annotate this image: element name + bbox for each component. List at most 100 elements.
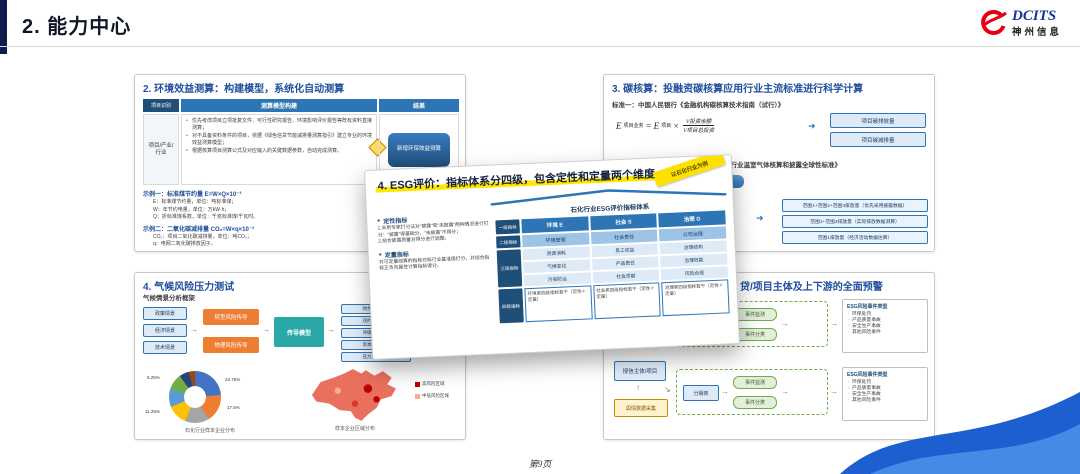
env-build-header: 测算模型构建 xyxy=(181,99,377,112)
climate-map-block: 高风险区域 中低风险区域 样本企业区域分布 xyxy=(301,367,459,437)
event-monitor-pill: 事件监测 xyxy=(733,376,777,389)
event-line: 其他风险事件 xyxy=(847,330,923,336)
env-result-box: 新增环保效益测算 xyxy=(388,132,450,167)
legend-label: 高风险区域 xyxy=(422,381,445,386)
pie-label: 17.5% xyxy=(227,405,240,410)
env-bullet: 根据核算项目测算公式及对应输入的关键数据参数，自动完成测算。 xyxy=(186,148,372,155)
esg-cell: 社会贡献 xyxy=(592,269,660,284)
brand-name: DCITS xyxy=(1011,8,1057,24)
scope-box: 范围1排放量（经济活动数据估算） xyxy=(782,231,928,244)
example-ribbon: 以石化行业为例 xyxy=(652,154,726,187)
env-example2-note: q：电网二氧化碳排放因子。 xyxy=(153,241,216,247)
slide-title: 2. 能力中心 xyxy=(22,16,132,38)
fraction-denominator: V项目总投资 xyxy=(683,125,715,134)
event-monitor-pill: 事件监测 xyxy=(733,308,777,321)
map-legend-item: 高风险区域 xyxy=(415,381,445,387)
event-classify-pill: 事件分类 xyxy=(733,396,777,409)
env-example2-head: 示例二：二氧化碳减排量 CO₂=W×q×10⁻³ xyxy=(143,226,255,233)
arrow-right-icon: → xyxy=(830,319,838,328)
arrow-right-icon: → xyxy=(327,325,335,334)
esg-col-header: 治理 G xyxy=(658,210,726,228)
fraction-numerator: V投资余额 xyxy=(685,119,712,125)
transmission-model-box: 传导模型 xyxy=(274,317,324,347)
event-line: 安全生产事故 xyxy=(847,392,923,398)
carbon-standard1: 标准一：中国人民银行《金融机构碳核算技术指南（试行）》 xyxy=(612,102,785,109)
esg-indicator-table: 石化行业ESG评价指标体系 一级指标 环境 E 社会 S 治理 G 二级指标 环… xyxy=(495,197,730,324)
esg-col-header: 社会 S xyxy=(589,213,658,231)
climate-subtitle: 气候情景分析框架 xyxy=(143,295,195,302)
env-side-label: 项目/产业/行业 xyxy=(143,114,179,185)
esg-cell: 公司治理 xyxy=(659,226,727,242)
arrow-right-icon: → xyxy=(721,387,729,396)
event-line: 安全生产事故 xyxy=(847,324,923,330)
env-example1-head: 示例一：标准煤节约量 E=W×Q×10⁻³ xyxy=(143,192,242,198)
formula-op: × xyxy=(673,120,680,131)
arrow-down-right-icon: ↘ xyxy=(664,385,671,394)
climate-pie-block: 23.75% 17.5% 11.25% 6.25% 石化行业样本企业分布 xyxy=(145,369,275,437)
corner-accent-bar xyxy=(0,0,7,54)
esg-cell: 治理效能 xyxy=(660,253,728,268)
legend-swatch xyxy=(415,393,420,399)
esg-cell: 资源消耗 xyxy=(522,246,590,261)
level-stub: 四级指标 xyxy=(498,288,524,324)
formula-var: E xyxy=(616,120,622,131)
carbon-output-boxes: 项目碳排放量 项目碳减排量 xyxy=(830,113,926,151)
pie-chart xyxy=(169,371,221,423)
event-type-box: ESG风险事件类型 环保处罚 产品质量事故 安全生产事故 其他风险事件 xyxy=(842,299,928,353)
event-line: 环保处罚 xyxy=(847,312,923,318)
event-box-title: ESG风险事件类型 xyxy=(847,304,888,310)
esg-bottom-box: 社会类四级指标若干（定性＋定量） xyxy=(592,282,662,320)
formula-var: E xyxy=(653,120,660,131)
event-line: 其他风险事件 xyxy=(847,398,923,404)
esg-cell: 治理结构 xyxy=(659,240,727,255)
formula-sub: 项目 xyxy=(661,124,672,129)
esg-cell: 风险合规 xyxy=(660,266,729,281)
scenario-box: 技术情景 xyxy=(143,341,187,354)
env-corner-cell: 项目识别 xyxy=(143,99,179,112)
card-esg: 以石化行业为例 4. ESG评价：指标体系分四级，包含定性和定量两个维度 定性指… xyxy=(364,154,740,360)
brand-swoosh-icon xyxy=(981,9,1007,35)
esg-scoring-notes: 定性指标 1.采用专家打分法对“披露”和“未披露”两种情况进行打分：“披露”得基… xyxy=(377,212,491,273)
env-examples: 示例一：标准煤节约量 E=W×Q×10⁻³ E：标准煤节约量，单位：吨标准煤； … xyxy=(143,189,457,249)
env-example1-note: Q：折标准煤系数，单位：千克标准煤/千瓦时。 xyxy=(153,214,259,220)
formula-sub: 项目业务 xyxy=(623,124,644,129)
warning-card-title: 贷/项目主体及上下游的全面预警 xyxy=(740,282,883,293)
scope-boxes: 范围1+范围2+范围3排放量（优先采用披露数据） 范围1+范围2排放量（实际排放… xyxy=(782,199,928,247)
event-line: 产品质量事故 xyxy=(847,386,923,392)
arrow-up-icon: ↑ xyxy=(636,383,640,392)
formula-op: = xyxy=(645,120,652,131)
esg-grid: 一级指标 环境 E 社会 S 治理 G 二级指标 环境管理 社会责任 公司治理 … xyxy=(495,210,730,324)
arrow-right-icon: → xyxy=(781,319,789,328)
data-source-box: 舆情数据采集 xyxy=(614,399,668,417)
env-model-table: 项目识别 测算模型构建 结果 项目/产业/行业 优先考虑项目立项批复文件、可行性… xyxy=(143,99,459,185)
event-line: 产品质量事故 xyxy=(847,318,923,324)
arrow-right-icon: → xyxy=(830,387,838,396)
event-type-box: ESG风险事件类型 环保处罚 产品质量事故 安全生产事故 其他风险事件 xyxy=(842,367,928,421)
arrow-right-icon: → xyxy=(262,325,270,334)
climate-card-title: 4. 气候风险压力测试 xyxy=(143,282,235,293)
dealer-box: 分销商 xyxy=(683,385,719,401)
level-stub: 二级指标 xyxy=(496,235,521,249)
formula-fraction: V投资余额 V项目总投资 xyxy=(683,117,715,134)
carbon-card-title: 3. 碳核算：投融资碳核算应用行业主流标准进行科学计算 xyxy=(612,84,864,95)
level-stub: 三级指标 xyxy=(496,249,523,288)
brand-logo: DCITS 神州信息 xyxy=(977,9,1062,38)
pie-hole xyxy=(184,386,206,408)
china-map xyxy=(311,369,396,421)
scenario-box: 政策情景 xyxy=(143,307,187,320)
env-bullet: 对不具备资料条件的项目，依据《绿色信贷节能减排量测算指引》建立专业的环境效益测算… xyxy=(186,133,372,146)
env-example2-note: CO₂：项目二氧化碳减排量，单位：吨CO₂； xyxy=(153,233,252,240)
esg-cell: 污染防治 xyxy=(523,272,591,287)
carbon-output-box: 项目碳减排量 xyxy=(830,132,926,147)
pie-label: 6.25% xyxy=(147,375,160,380)
map-caption: 样本企业区域分布 xyxy=(334,426,375,432)
level-stub: 一级指标 xyxy=(495,219,520,235)
arrow-right-icon: → xyxy=(781,387,789,396)
env-bullet-list: 优先考虑项目立项批复文件、可行性研究报告、环境影响评价报告等既有资料直接测算； … xyxy=(181,114,377,185)
esg-cell: 员工权益 xyxy=(591,243,659,258)
esg-cell: 气候变化 xyxy=(523,259,591,274)
esg-cell: 社会责任 xyxy=(590,229,658,245)
risk-box: 物理风险传导 xyxy=(203,337,259,353)
pie-label: 11.25% xyxy=(145,409,160,414)
